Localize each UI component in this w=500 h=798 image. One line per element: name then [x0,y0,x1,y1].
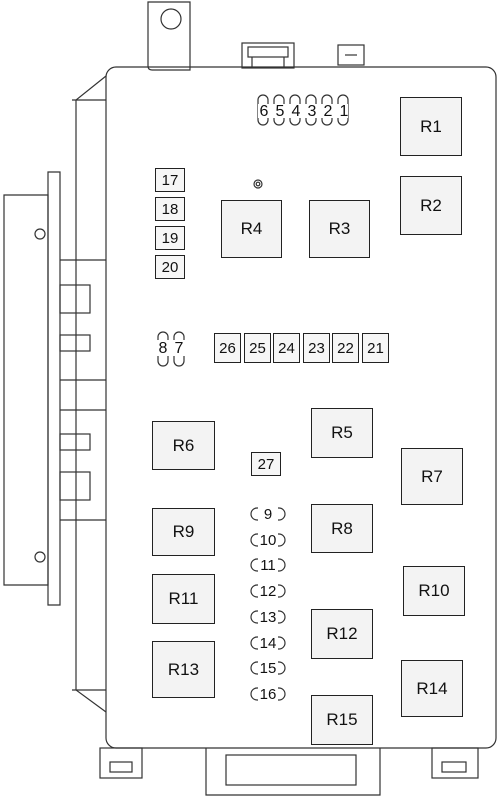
fuse-19: 19 [155,226,185,250]
relay-r4-label: R4 [240,219,263,238]
fuse-24-label: 24 [278,339,295,357]
relay-r6-label: R6 [172,435,195,455]
relay-r4: R4 [221,200,282,258]
fuse-14: 14 [259,635,277,652]
relay-r7: R7 [401,448,463,505]
relay-r1: R1 [400,97,462,156]
fuse-21-label: 21 [367,339,384,357]
relay-r5: R5 [311,408,373,458]
fuse-19-label: 19 [161,229,179,247]
fuse-12: 12 [259,583,277,600]
relay-r12-label: R12 [326,624,358,643]
fuse-3: 3 [307,103,317,120]
relay-r2-label: R2 [420,195,442,215]
relay-r10-label: R10 [418,581,450,600]
fuse-26-label: 26 [219,339,236,357]
relay-r9-label: R9 [172,522,195,541]
fuse-5: 5 [275,103,285,120]
fuse-9: 9 [263,506,273,523]
fuse-6: 6 [259,103,269,120]
fuse-2: 2 [323,103,333,120]
relay-r8-label: R8 [331,518,353,538]
relay-r8: R8 [311,504,373,553]
fuse-17-label: 17 [161,171,179,189]
relay-r3-label: R3 [328,219,351,238]
relay-r14-label: R14 [416,678,448,698]
fuse-8: 8 [158,340,168,357]
fuse-4: 4 [291,103,301,120]
fuse-23-label: 23 [308,339,325,357]
relay-r5-label: R5 [331,423,353,442]
relay-r13: R13 [152,641,215,698]
fuse-25: 25 [244,333,271,363]
fuse-27: 27 [251,452,281,476]
relay-r10: R10 [403,566,465,616]
fuse-21: 21 [362,333,389,363]
fuse-18-label: 18 [161,200,179,218]
relay-r9: R9 [152,508,215,556]
relay-r15: R15 [311,695,373,745]
relay-r3: R3 [309,200,370,258]
relay-r15-label: R15 [326,710,358,729]
relay-r12: R12 [311,609,373,659]
fuse-22-label: 22 [337,339,354,357]
relay-r14: R14 [401,660,463,717]
relay-r1-label: R1 [420,116,442,136]
fuse-22: 22 [332,333,359,363]
fuse-26: 26 [214,333,241,363]
fuse-11: 11 [260,557,276,574]
fuse-27-label: 27 [257,455,275,473]
fuse-20: 20 [155,255,185,279]
fuse-16: 16 [259,686,277,703]
fuse-7: 7 [174,340,184,357]
fuse-23: 23 [303,333,330,363]
fuse-20-label: 20 [161,258,179,276]
relay-r11-label: R11 [168,589,199,608]
fuse-10: 10 [259,532,277,549]
fuse-25-label: 25 [249,339,266,357]
fuse-15: 15 [259,660,277,677]
fuse-17: 17 [155,168,185,192]
fuse-1: 1 [339,103,349,120]
fuse-24: 24 [273,333,300,363]
relay-r2: R2 [400,176,462,235]
relay-r11: R11 [152,574,215,624]
fuse-13: 13 [259,609,277,626]
fuse-18: 18 [155,197,185,221]
relay-r13-label: R13 [167,659,200,679]
relay-r6: R6 [152,421,215,470]
relay-r7-label: R7 [421,466,443,486]
